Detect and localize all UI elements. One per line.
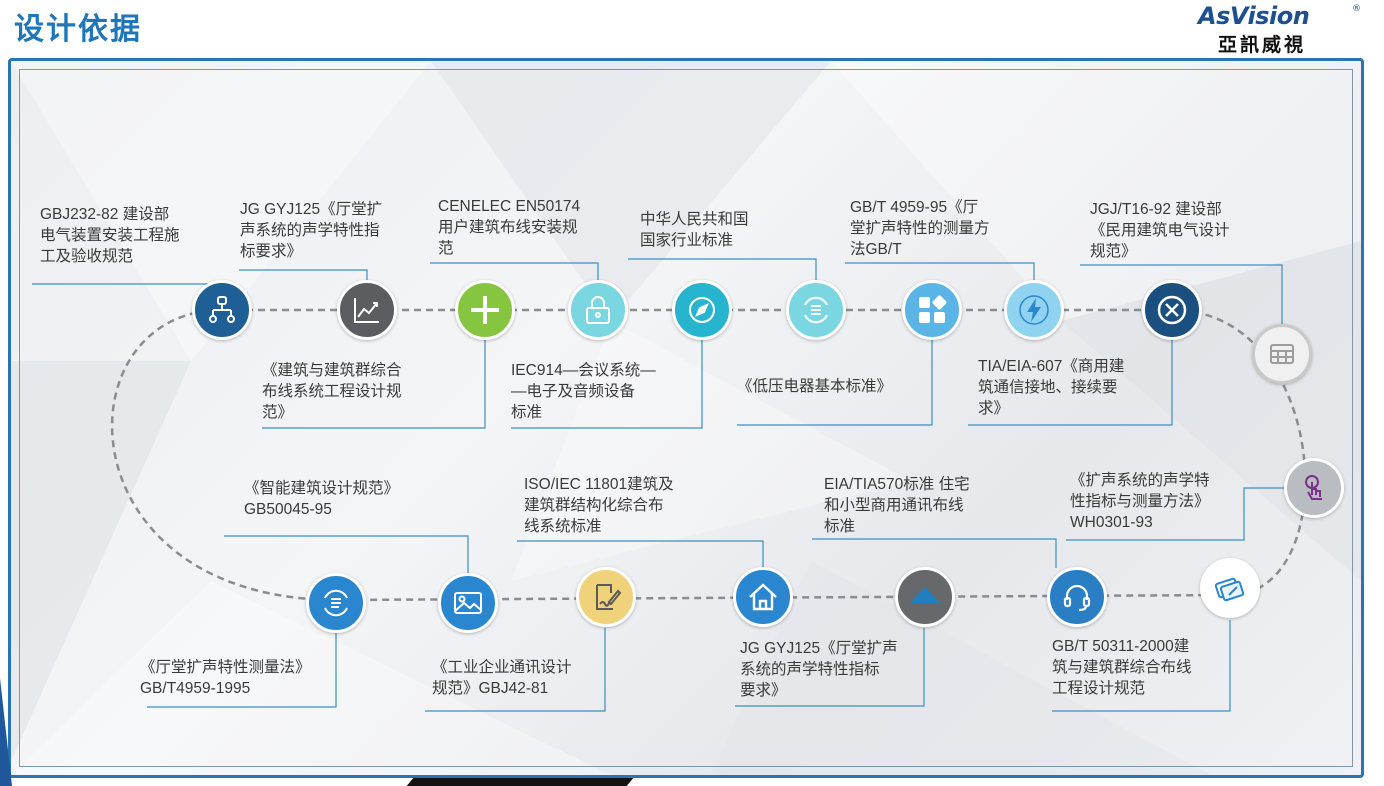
logo-name-cn: 亞訊威視 — [1218, 34, 1307, 56]
content-frame — [8, 58, 1364, 778]
standard-label-building-cabling: 《建筑与建筑群综合 布线系统工程设计规 范》 — [262, 362, 402, 421]
document-sign-icon — [576, 567, 636, 627]
grid-table-icon — [1252, 324, 1312, 384]
standard-label-gbt4959-95: GB/T 4959-95《厅 堂扩声特性的测量方 法GB/T — [850, 199, 990, 258]
standard-label-jg-gyj125-top: JG GYJ125《厅堂扩 声系统的声学特性指 标要求》 — [240, 201, 383, 260]
standard-label-low-voltage: 《低压电器基本标准》 — [737, 378, 893, 395]
compass-icon — [672, 280, 732, 340]
standard-label-national-industry: 中华人民共和国 国家行业标准 — [640, 211, 749, 249]
standard-label-eia-tia570: EIA/TIA570标准 住宅 和小型商用通讯布线 标准 — [824, 476, 970, 535]
standard-label-gbj232: GBJ232-82 建设部 电气装置安装工程施 工及验收规范 — [40, 206, 180, 265]
headset-icon — [1047, 567, 1107, 627]
bolt-icon — [1004, 280, 1064, 340]
bottom-decoration — [406, 778, 634, 786]
lock-icon — [568, 280, 628, 340]
refresh-list-icon — [786, 280, 846, 340]
cards-icon — [1200, 558, 1260, 618]
standard-label-gbj42: 《工业企业通讯设计 规范》GBJ42-81 — [432, 659, 572, 697]
triangle-icon — [895, 567, 955, 627]
touch-icon — [1284, 458, 1344, 518]
standard-label-jg-gyj125-bottom: JG GYJ125《厅堂扩声 系统的声学特性指标 要求》 — [740, 640, 898, 699]
tiles-icon — [902, 280, 962, 340]
standard-label-gbt50311: GB/T 50311-2000建 筑与建筑群综合布线 工程设计规范 — [1052, 638, 1192, 697]
standard-label-tia-eia-607: TIA/EIA-607《商用建 筑通信接地、接续要 求》 — [978, 358, 1125, 417]
home-icon — [733, 567, 793, 627]
close-circle-icon — [1142, 280, 1202, 340]
standard-label-jgj-t16: JGJ/T16-92 建设部 《民用建筑电气设计 规范》 — [1090, 201, 1230, 260]
logo-name-en: AsVision — [1198, 2, 1310, 30]
standard-label-gb50045: 《智能建筑设计规范》 GB50045-95 — [244, 480, 400, 518]
chart-line-icon — [337, 280, 397, 340]
inner-border — [19, 69, 1353, 767]
image-icon — [438, 573, 498, 633]
standard-label-cenelec: CENELEC EN50174 用户建筑布线安装规 范 — [438, 198, 581, 257]
page-title: 设计依据 — [14, 12, 142, 47]
standard-label-gbt4959-1995: 《厅堂扩声特性测量法》 GB/T4959-1995 — [140, 659, 311, 697]
registered-mark: ® — [1352, 4, 1361, 14]
plus-icon — [455, 280, 515, 340]
standard-label-iec914: IEC914—会议系统— —电子及音频设备 标准 — [511, 362, 656, 421]
asvision-logo: AsVision ® 亞訊威視 — [1188, 2, 1364, 56]
refresh-doc-icon — [306, 573, 366, 633]
corner-decoration — [0, 678, 12, 786]
standard-label-iso-iec-11801: ISO/IEC 11801建筑及 建筑群结构化综合布 线系统标准 — [524, 476, 674, 535]
background-polygons — [11, 61, 1361, 775]
standard-label-wh0301: 《扩声系统的声学特 性指标与测量方法》 WH0301-93 — [1070, 472, 1210, 531]
network-icon — [192, 280, 252, 340]
